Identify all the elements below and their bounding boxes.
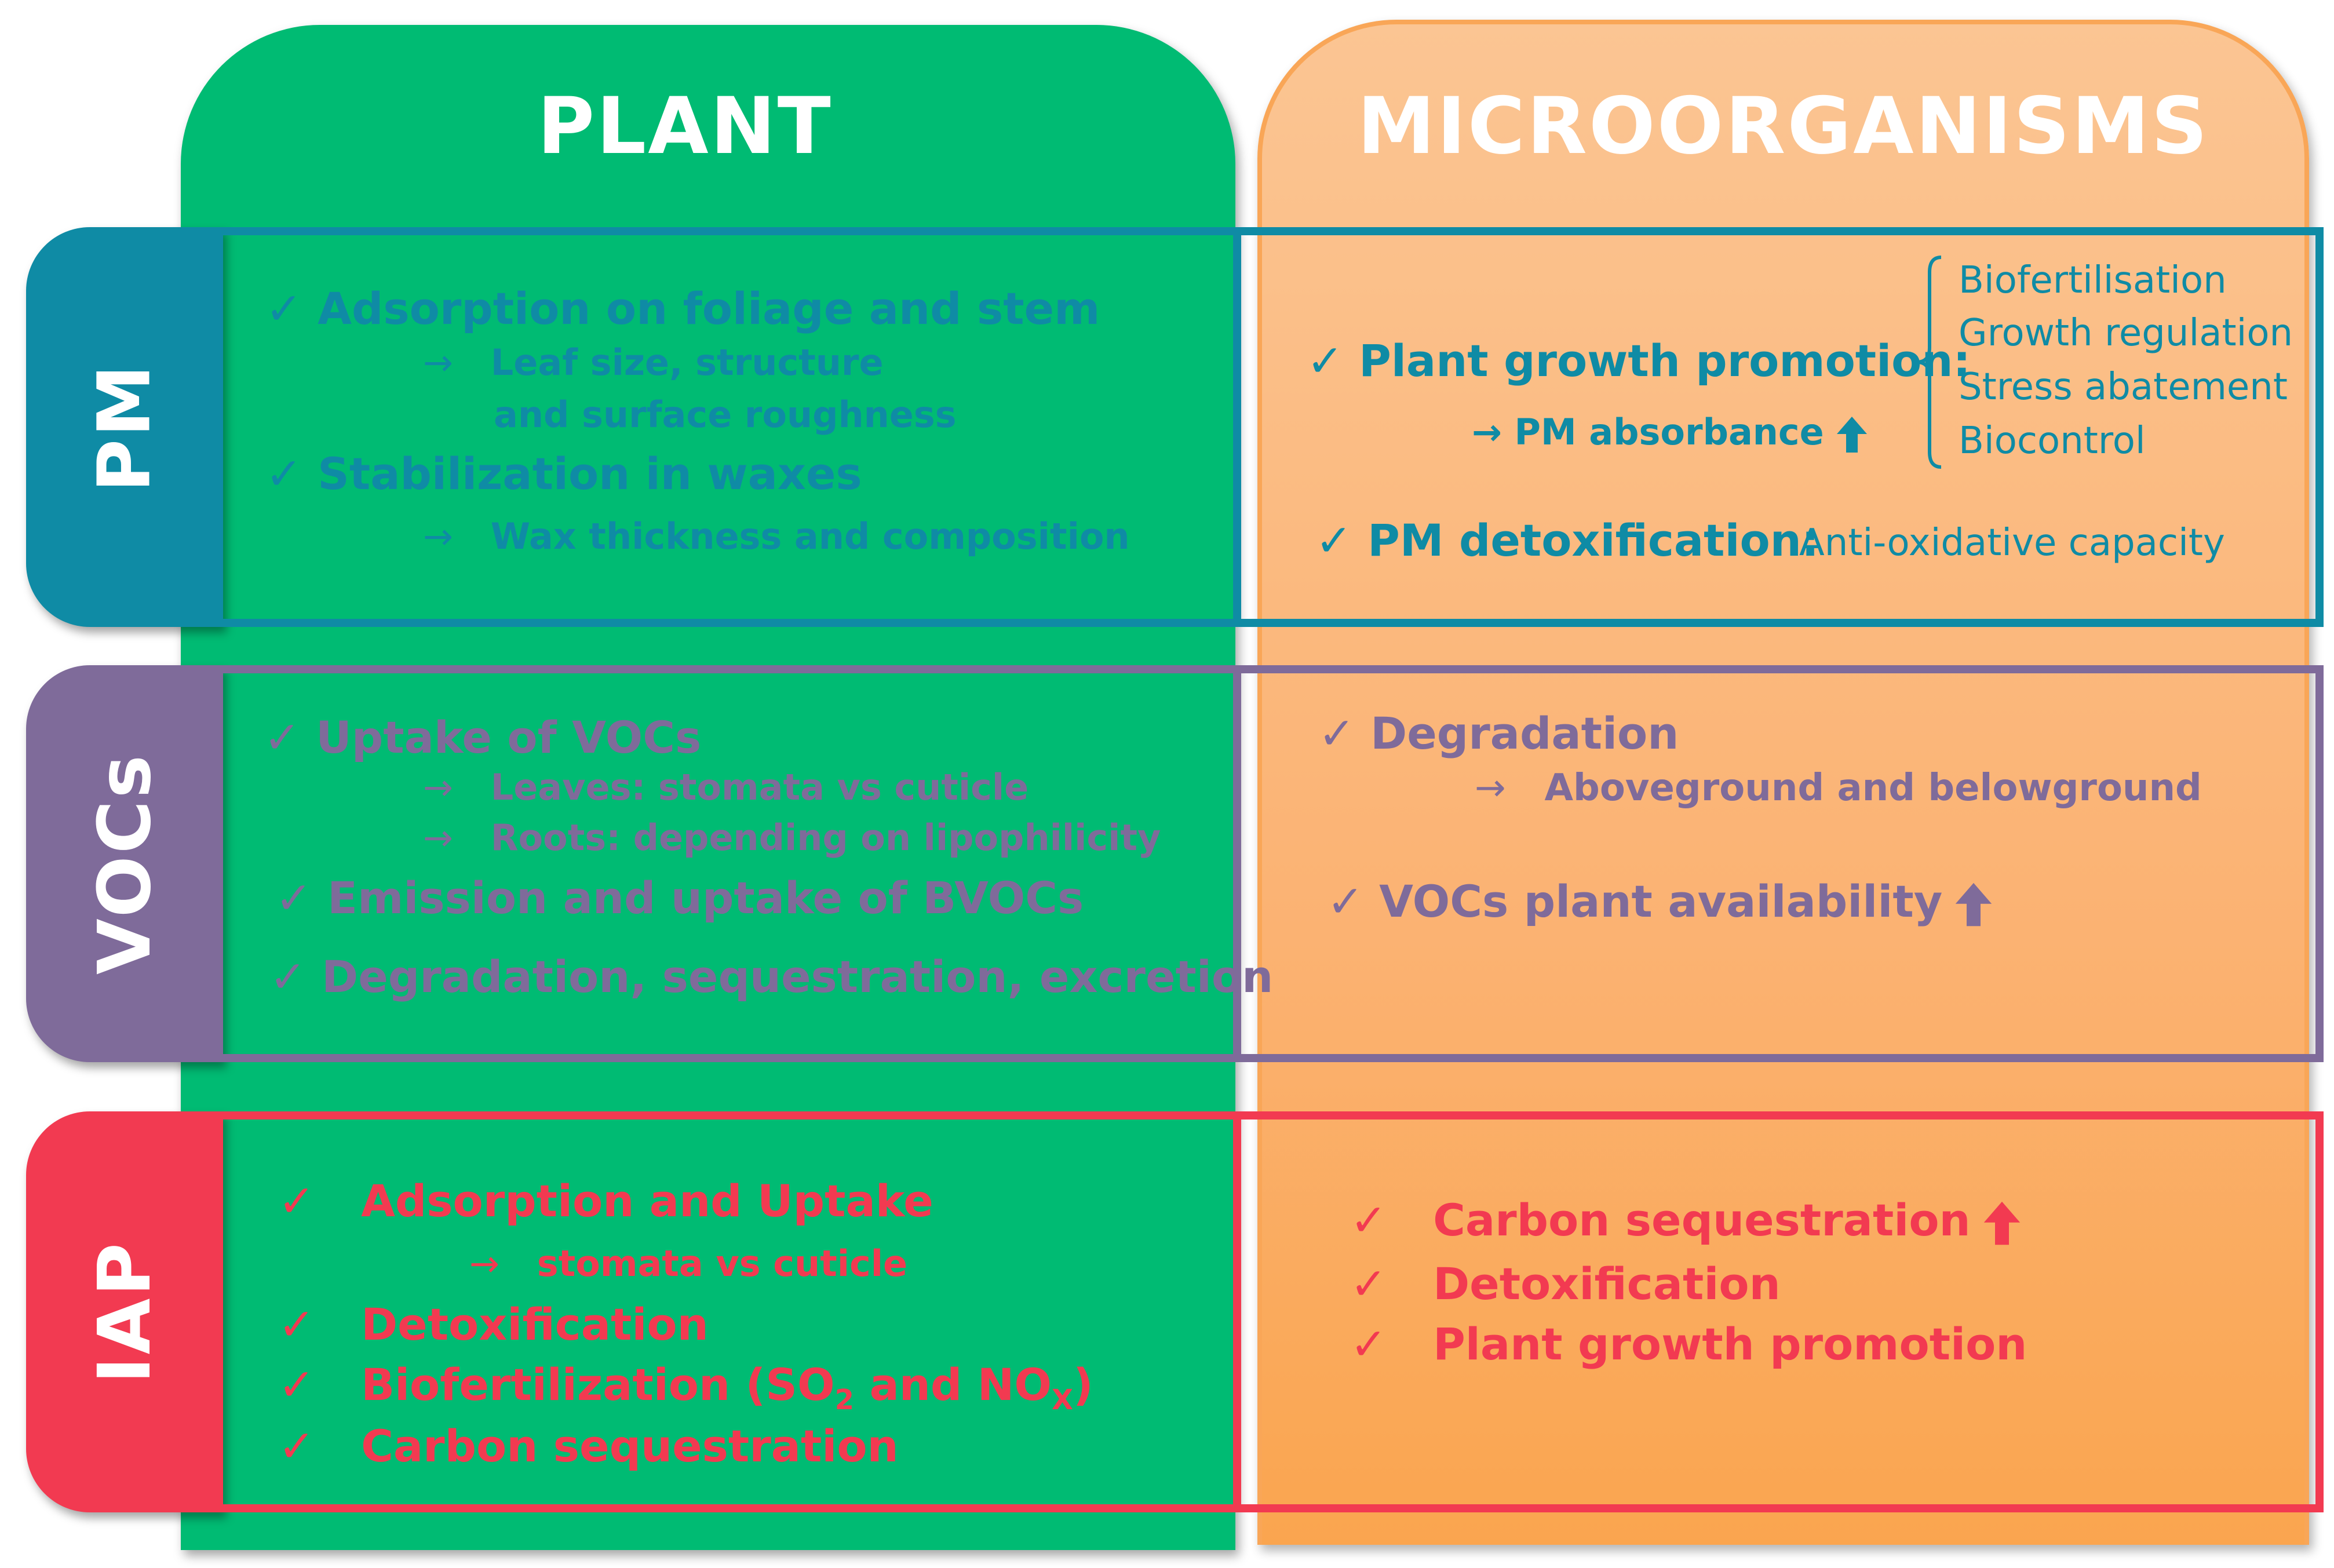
iap-micro-item-2: ✓ Detoxification — [1350, 1258, 1781, 1310]
iap-row-label: IAP — [82, 1240, 167, 1384]
pm-micro-list-item: Growth regulation — [1959, 312, 2293, 355]
pm-row-tab: PM — [26, 227, 223, 627]
pm-row-divider — [1233, 227, 1241, 627]
vocs-micro-sub-1: → Aboveground and belowground — [1475, 767, 2202, 809]
vocs-plant-item-2: ✓ Emission and uptake of BVOCs — [275, 872, 1084, 924]
iap-row-tab: IAP — [26, 1111, 223, 1512]
pm-list-brace-icon — [1916, 256, 1942, 469]
iap-plant-item-3: ✓ Biofertilization (SO2 and NOX) — [278, 1359, 1093, 1417]
plant-column-title: PLANT — [537, 81, 833, 172]
iap-row-divider — [1233, 1111, 1241, 1512]
increase-arrow-icon — [1836, 417, 1867, 453]
iap-plant-item-4: ✓ Carbon sequestration — [278, 1420, 899, 1472]
vocs-plant-sub-1a: → Leaves: stomata vs cuticle — [423, 766, 1029, 808]
pm-micro-item-2: ✓ PM detoxification: — [1315, 515, 1819, 566]
iap-micro-item-3: ✓ Plant growth promotion — [1350, 1318, 2027, 1370]
vocs-row-divider — [1233, 665, 1241, 1062]
pm-row-label: PM — [82, 362, 167, 493]
vocs-plant-sub-1b: → Roots: depending on lipophilicity — [423, 816, 1161, 859]
microorganisms-column-title: MICROORGANISMS — [1357, 81, 2209, 172]
pm-micro-sub-1: → PM absorbance — [1472, 414, 1869, 455]
iap-plant-sub-1: → stomata vs cuticle — [469, 1242, 908, 1285]
vocs-plant-item-1: ✓ Uptake of VOCs — [264, 712, 702, 763]
vocs-micro-item-1: ✓ Degradation — [1318, 708, 1679, 759]
pm-micro-list-item: Stress abatement — [1959, 366, 2288, 409]
pm-plant-item-1: ✓ Adsorption on foliage and stem — [265, 283, 1100, 334]
pm-micro-item-1: ✓ Plant growth promotion: — [1307, 335, 1971, 386]
iap-micro-item-1: ✓ Carbon sequestration — [1350, 1198, 2023, 1248]
pm-plant-sub-2: → Wax thickness and composition — [423, 515, 1130, 557]
vocs-row-label: VOCs — [82, 753, 167, 975]
pm-micro-list-item: Biocontrol — [1959, 420, 2146, 462]
pm-plant-sub-1a: → Leaf size, structure — [423, 341, 884, 384]
pm-plant-sub-1b: and surface roughness — [494, 393, 957, 436]
microorganisms-column — [1257, 20, 2309, 1545]
pm-plant-item-2: ✓ Stabilization in waxes — [265, 448, 862, 499]
pm-micro-list-item: Biofertilisation — [1959, 259, 2227, 302]
vocs-row-frame — [177, 665, 2324, 1062]
pm-micro-item-2-note: Anti-oxidative capacity — [1799, 522, 2225, 564]
iap-plant-item-1: ✓ Adsorption and Uptake — [278, 1175, 933, 1227]
vocs-plant-item-3: ✓ Degradation, sequestration, excretion — [269, 951, 1274, 1002]
plant-column — [181, 25, 1235, 1550]
iap-plant-item-2: ✓ Detoxification — [278, 1299, 709, 1350]
iap-row-frame — [177, 1111, 2324, 1512]
vocs-micro-item-2: ✓ VOCs plant availability — [1327, 880, 1994, 929]
increase-arrow-icon — [1983, 1201, 2020, 1245]
increase-arrow-icon — [1956, 883, 1992, 927]
vocs-row-tab: VOCs — [26, 665, 223, 1062]
pm-row-frame — [177, 227, 2324, 627]
